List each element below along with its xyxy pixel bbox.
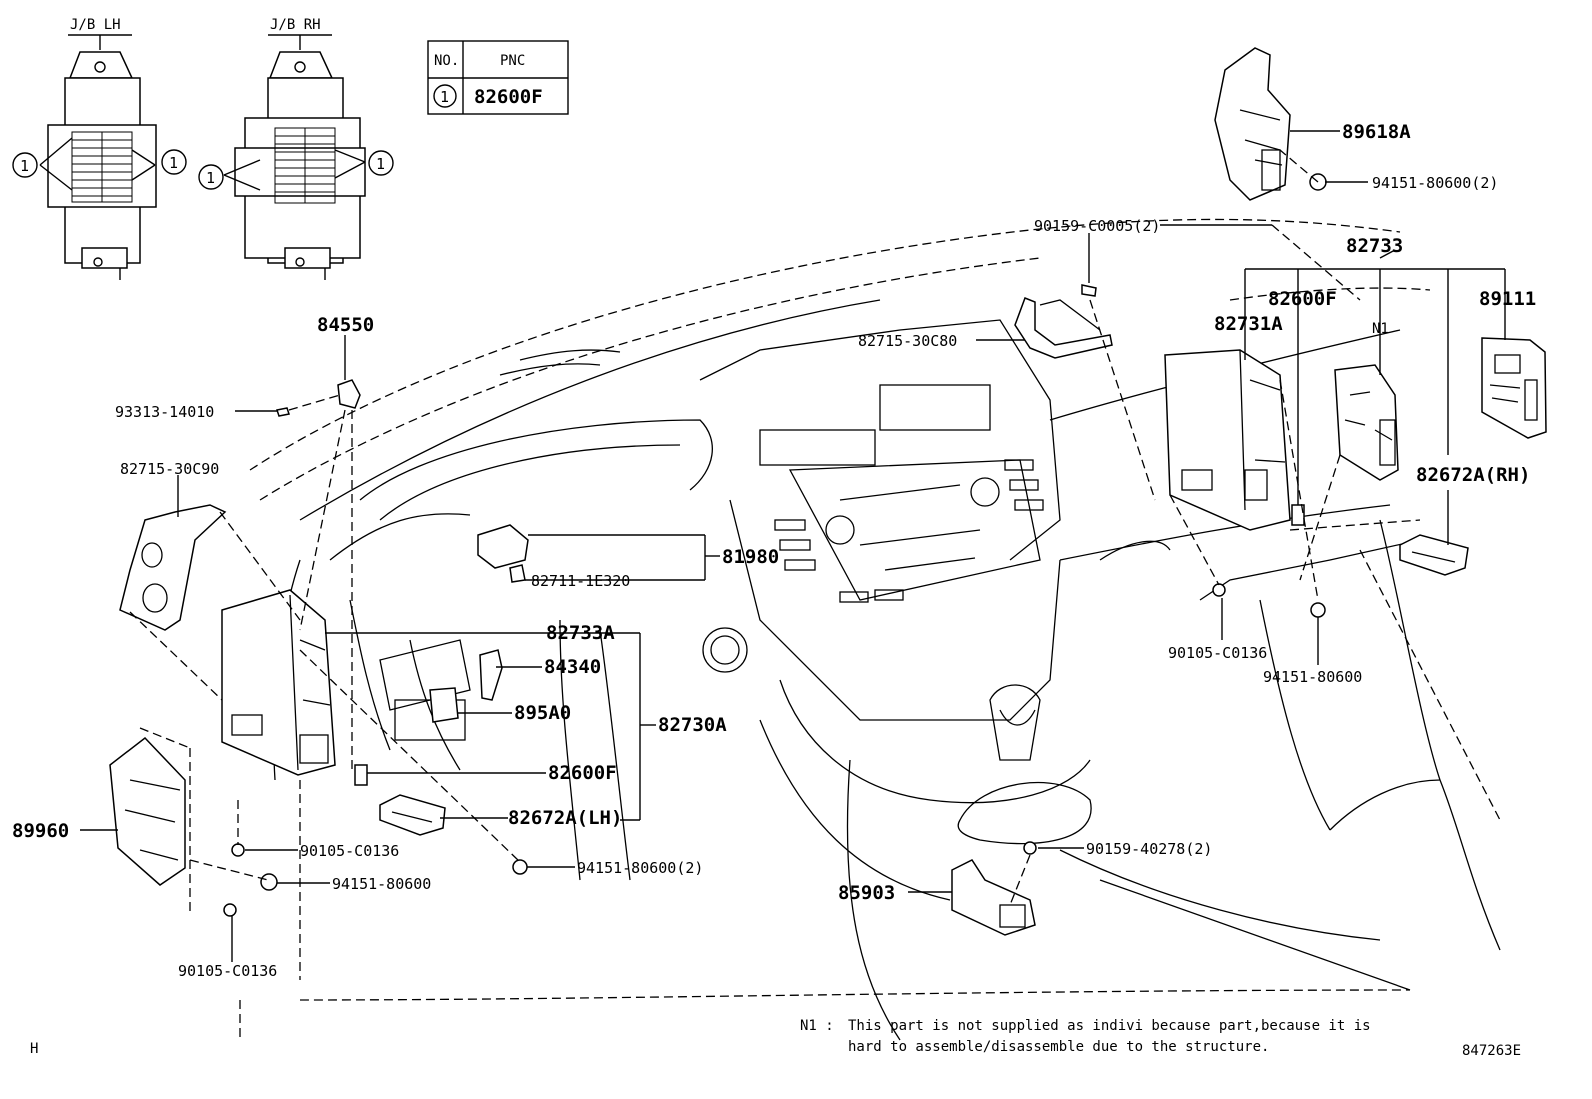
part-82715-30c80 [1014, 284, 1113, 359]
label-90159-c0005-2: 90159-C0005(2) [1034, 217, 1160, 235]
label-90159-40278-2: 90159-40278(2) [1086, 840, 1212, 858]
label-94151-80600-2-top: 94151-80600(2) [1372, 174, 1498, 192]
footnote-marker: N1 : [800, 1018, 834, 1034]
label-94151-80600-2-mid: 94151-80600(2) [577, 859, 703, 877]
junction-block-lh: J/B LH 1 1 [12, 17, 187, 280]
label-84550: 84550 [317, 314, 374, 336]
junction-block-rh: J/B RH 1 1 [198, 17, 394, 280]
part-89111 [1481, 337, 1547, 439]
part-84550 [276, 379, 361, 417]
part-n1-board [1334, 364, 1399, 481]
label-85903: 85903 [838, 882, 895, 904]
part-82600f-lower [354, 764, 368, 786]
jb-lh-marker-left: 1 [20, 157, 29, 175]
part-81980 [477, 524, 529, 583]
dashboard-outline [239, 218, 1501, 1041]
jb-rh-marker-left: 1 [206, 169, 215, 187]
label-90105-c0136-right: 90105-C0136 [1168, 644, 1267, 662]
label-82711-1e320: 82711-1E320 [531, 572, 630, 590]
label-82715-30c90: 82715-30C90 [120, 460, 219, 478]
label-94151-80600-mid: 94151-80600 [332, 875, 431, 893]
jb-rh-marker-right: 1 [376, 155, 385, 173]
jb-rh-title: J/B RH [270, 17, 321, 33]
part-82715-30c90 [119, 504, 227, 631]
jb-lh-title: J/B LH [70, 17, 121, 33]
leader-lines [80, 130, 1506, 962]
corner-left-label: H [30, 1041, 38, 1057]
pnc-col-no: NO. [434, 53, 459, 69]
pnc-row-no: 1 [440, 88, 449, 106]
label-84340: 84340 [544, 656, 601, 678]
label-82733a: 82733A [546, 622, 615, 644]
part-89618a [1214, 47, 1327, 201]
label-82730a: 82730A [658, 714, 727, 736]
label-82715-30c80: 82715-30C80 [858, 332, 957, 350]
label-93313-14010: 93313-14010 [115, 403, 214, 421]
part-82672a-lh [379, 794, 446, 836]
label-81980: 81980 [722, 546, 779, 568]
label-94151-80600-right: 94151-80600 [1263, 668, 1362, 686]
illustration-number: 847263E [1462, 1043, 1521, 1059]
footer: N1 : This part is not supplied as indivi… [30, 1018, 1521, 1059]
label-82600f-top: 82600F [1268, 288, 1337, 310]
jb-lh-marker-right: 1 [169, 154, 178, 172]
part-82730a [221, 589, 336, 776]
footnote-line-2: hard to assemble/disassemble due to the … [848, 1039, 1269, 1055]
part-82731a [1164, 349, 1305, 531]
part-89960 [109, 736, 186, 886]
part-labels: 89618A 94151-80600(2) 90159-C0005(2) 827… [12, 121, 1536, 980]
label-82600f-lower: 82600F [548, 762, 617, 784]
label-89960: 89960 [12, 820, 69, 842]
label-82731a: 82731A [1214, 313, 1283, 335]
part-82672a-rh [1399, 534, 1469, 576]
label-89111: 89111 [1479, 288, 1536, 310]
part-84340 [479, 649, 503, 701]
part-895a0 [429, 687, 459, 723]
label-89618a: 89618A [1342, 121, 1411, 143]
footnote-line-1: This part is not supplied as indivi beca… [848, 1018, 1371, 1034]
fasteners [223, 583, 1326, 917]
pnc-col-pnc: PNC [500, 53, 525, 69]
label-895a0: 895A0 [514, 702, 571, 724]
label-90105-c0136-bottom: 90105-C0136 [178, 962, 277, 980]
pnc-row-pnc: 82600F [474, 86, 543, 108]
label-82733: 82733 [1346, 235, 1403, 257]
label-82672a-rh: 82672A(RH) [1416, 464, 1530, 486]
label-n1: N1 [1372, 321, 1389, 337]
part-85903 [951, 859, 1036, 936]
label-90105-c0136-mid: 90105-C0136 [300, 842, 399, 860]
label-82672a-lh: 82672A(LH) [508, 807, 622, 829]
pnc-table: NO. PNC 1 82600F [427, 40, 569, 115]
